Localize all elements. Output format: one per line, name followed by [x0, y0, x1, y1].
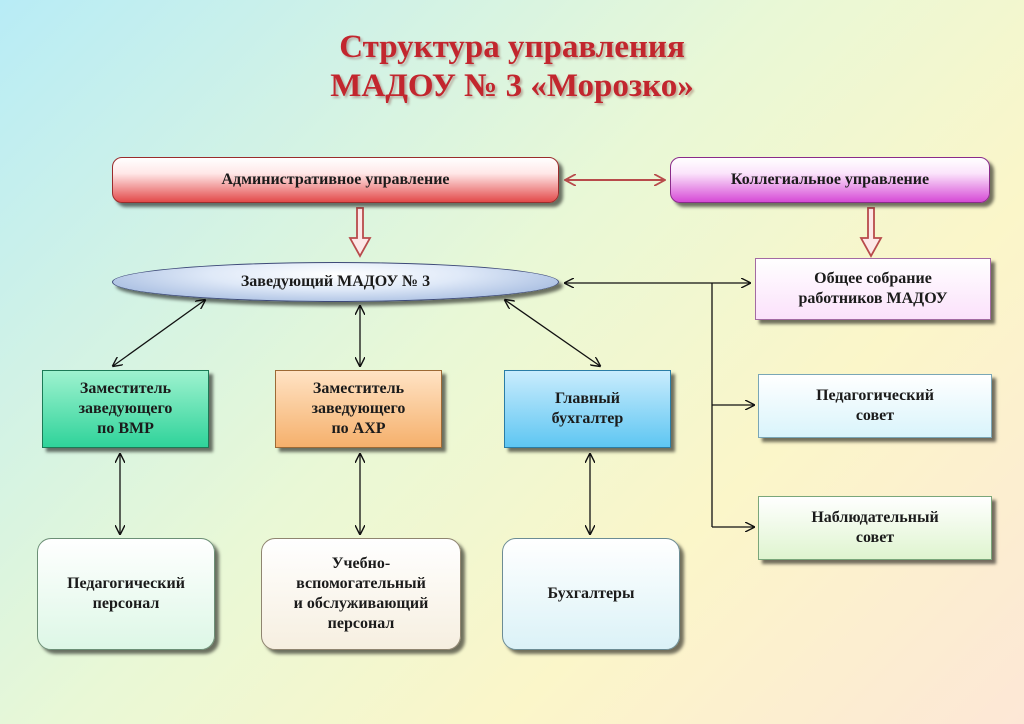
ped-staff-box: Педагогический персонал — [37, 538, 215, 650]
deputy-vmr-box: Заместитель заведующего по ВМР — [42, 370, 209, 448]
support-staff-box: Учебно- вспомогательный и обслуживающий … — [261, 538, 461, 650]
head-ellipse: Заведующий МАДОУ № 3 — [112, 262, 559, 302]
chief-accountant-label: Главный бухгалтер — [551, 390, 624, 427]
hollow-arrow-collegial-meeting — [859, 207, 883, 258]
deputy-vmr-label: Заместитель заведующего по ВМР — [78, 380, 173, 437]
accountants-box: Бухгалтеры — [502, 538, 680, 650]
hollow-arrow-admin-head — [348, 207, 372, 258]
admin-management-box: Административное управление — [112, 157, 559, 203]
general-meeting-box: Общее собрание работников МАДОУ — [755, 258, 991, 320]
connector-head-vmr — [113, 300, 205, 366]
connector-head-accountant — [505, 300, 600, 366]
deputy-axr-label: Заместитель заведующего по АХР — [311, 380, 406, 437]
head-label: Заведующий МАДОУ № 3 — [240, 273, 431, 290]
ped-staff-label: Педагогический персонал — [67, 575, 185, 612]
supervisory-board-label: Наблюдательный совет — [811, 509, 939, 546]
ped-council-box: Педагогический совет — [758, 374, 992, 438]
collegial-management-box: Коллегиальное управление — [670, 157, 990, 203]
collegial-management-label: Коллегиальное управление — [730, 171, 930, 188]
accountants-label: Бухгалтеры — [547, 585, 635, 602]
page-title: Структура управления МАДОУ № 3 «Морозко» — [0, 28, 1024, 106]
general-meeting-label: Общее собрание работников МАДОУ — [798, 270, 948, 307]
support-staff-label: Учебно- вспомогательный и обслуживающий … — [293, 555, 429, 632]
deputy-axr-box: Заместитель заведующего по АХР — [275, 370, 442, 448]
ped-council-label: Педагогический совет — [816, 387, 934, 424]
admin-management-label: Административное управление — [221, 171, 450, 188]
chief-accountant-box: Главный бухгалтер — [504, 370, 671, 448]
supervisory-board-box: Наблюдательный совет — [758, 496, 992, 560]
title-line-2: МАДОУ № 3 «Морозко» — [330, 68, 694, 104]
title-line-1: Структура управления — [339, 29, 685, 65]
